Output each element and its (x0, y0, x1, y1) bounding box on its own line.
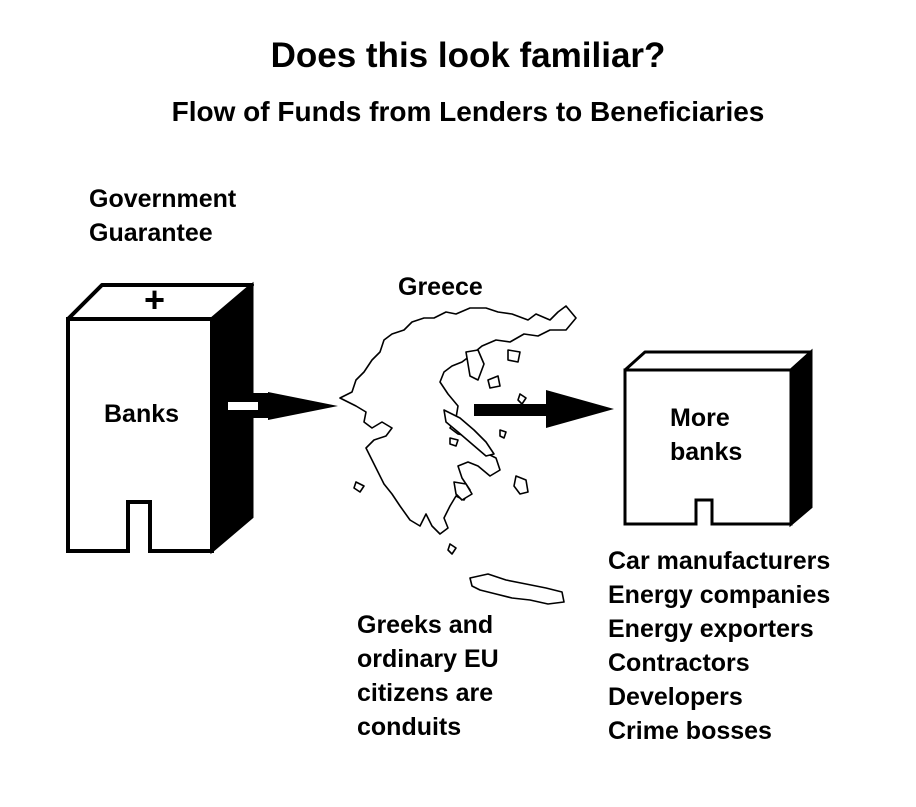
greece-chalkidiki (465, 349, 485, 381)
arrow-banks-to-greece (228, 392, 338, 420)
list-item: Contractors (608, 649, 750, 677)
greece-crete (469, 573, 565, 605)
page-subtitle: Flow of Funds from Lenders to Beneficiar… (171, 96, 765, 127)
plus-sign: + (144, 279, 166, 320)
list-item: Developers (608, 683, 743, 711)
beneficiaries-list: Car manufacturers Energy companies Energ… (608, 544, 830, 748)
more-banks-building (623, 348, 813, 528)
greece-map (339, 305, 577, 605)
more-banks-building-top (623, 350, 813, 372)
greece-peloponnese-east (453, 481, 473, 501)
banks-building-front (66, 317, 214, 553)
greece-label: Greece (398, 273, 483, 301)
page-title: Does this look familiar? (270, 36, 666, 75)
list-item: Energy exporters (608, 615, 814, 643)
banks-building (66, 281, 254, 555)
greece-dodecanese (499, 429, 507, 439)
greece-island-west (353, 481, 365, 493)
greece-island-small (449, 437, 459, 447)
greece-lesvos (507, 349, 521, 363)
list-item: Energy companies (608, 581, 831, 609)
arrow-greece-to-more-banks (474, 390, 614, 428)
greece-evia (443, 409, 495, 457)
list-item: Crime bosses (608, 717, 772, 745)
conduits-label: Greeks and ordinary EU citizens are cond… (357, 611, 499, 741)
greece-samos (513, 475, 529, 495)
more-banks-building-front (623, 368, 793, 526)
greece-thasos (487, 375, 501, 389)
banks-label: Banks (104, 400, 180, 428)
government-guarantee-label: Government Guarantee (89, 185, 237, 247)
greece-chios (517, 393, 527, 405)
minus-sign (228, 402, 258, 410)
more-banks-label: More banks (670, 404, 743, 466)
more-banks-building-side (789, 348, 813, 528)
list-item: Car manufacturers (608, 547, 831, 575)
greece-island-south (447, 543, 457, 555)
